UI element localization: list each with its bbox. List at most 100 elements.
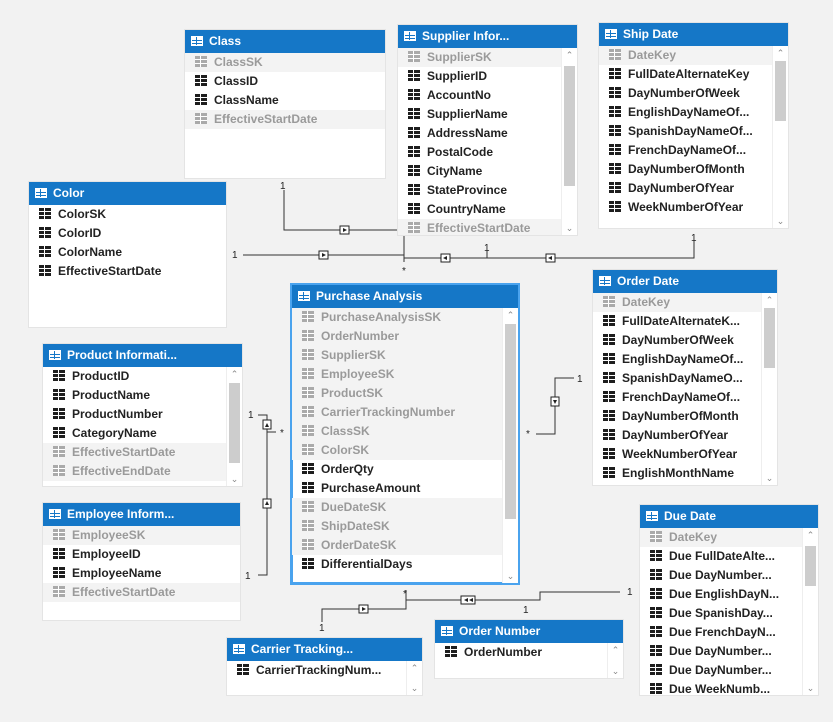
scrollbar[interactable]: ⌃⌄ [502,308,518,583]
field-row[interactable]: EffectiveStartDate [43,443,227,462]
field-row[interactable]: EffectiveStartDate [398,219,562,235]
scroll-up-icon[interactable]: ⌃ [806,530,815,540]
scroll-down-icon[interactable]: ⌄ [230,474,239,484]
field-row[interactable]: DayNumberOfMonth [599,160,773,179]
field-row[interactable]: Due SpanishDay... [640,604,803,623]
table-header[interactable]: Class [185,30,385,53]
field-row[interactable]: Due FullDateAlte... [640,547,803,566]
field-row[interactable]: DateKey [640,528,803,547]
field-row[interactable]: OrderQty [292,460,503,479]
scroll-up-icon[interactable]: ⌃ [506,310,515,320]
table-header[interactable]: Purchase Analysis [292,285,518,308]
field-row[interactable]: AccountNo [398,86,562,105]
field-row[interactable]: EffectiveEndDate [43,462,227,481]
table-header[interactable]: Product Informati... [43,344,242,367]
field-row[interactable]: SupplierName [398,105,562,124]
field-row[interactable]: DueDateSK [292,498,503,517]
field-row[interactable]: WeekNumberOfYear [599,198,773,217]
field-row[interactable]: OrderDateSK [292,536,503,555]
field-row[interactable]: CarrierTrackingNum... [227,661,407,680]
field-row[interactable]: OrderNumber [292,327,503,346]
field-row[interactable]: DayNumberOfWeek [593,331,762,350]
field-row[interactable]: PostalCode [398,143,562,162]
field-row[interactable]: ClassSK [185,53,385,72]
field-row[interactable]: ShipDateSK [292,517,503,536]
field-row[interactable]: Due DayNumber... [640,566,803,585]
scroll-up-icon[interactable]: ⌃ [765,295,774,305]
scrollbar-thumb[interactable] [775,61,786,121]
field-row[interactable]: ProductSK [292,384,503,403]
scrollbar[interactable]: ⌃⌄ [761,293,777,485]
field-row[interactable]: Due DayNumber... [640,642,803,661]
table-header[interactable]: Employee Inform... [43,503,240,526]
field-row[interactable]: EmployeeName [43,564,240,583]
scrollbar-thumb[interactable] [805,546,816,586]
field-row[interactable]: Due FrenchDayN... [640,623,803,642]
field-row[interactable]: DateKey [593,293,762,312]
scroll-up-icon[interactable]: ⌃ [230,369,239,379]
scrollbar-thumb[interactable] [564,66,575,186]
scroll-up-icon[interactable]: ⌃ [611,645,620,655]
table-header[interactable]: Supplier Infor... [398,25,577,48]
field-row[interactable]: ColorID [29,224,226,243]
field-row[interactable]: Due DayNumber... [640,661,803,680]
field-row[interactable]: SpanishDayNameO... [593,369,762,388]
field-row[interactable]: EffectiveStartDate [185,110,385,129]
field-row[interactable]: PurchaseAmount [292,479,503,498]
table-header[interactable]: Order Date [593,270,777,293]
scrollbar[interactable]: ⌃⌄ [607,643,623,678]
field-row[interactable]: ColorSK [292,441,503,460]
field-row[interactable]: EmployeeID [43,545,240,564]
field-row[interactable]: AddressName [398,124,562,143]
scroll-down-icon[interactable]: ⌄ [765,473,774,483]
field-row[interactable]: CityName [398,162,562,181]
field-row[interactable]: CountryName [398,200,562,219]
field-row[interactable]: ProductID [43,367,227,386]
field-row[interactable]: ClassSK [292,422,503,441]
field-row[interactable]: CategoryName [43,424,227,443]
field-row[interactable]: EffectiveStartDate [29,262,226,281]
scroll-down-icon[interactable]: ⌄ [611,666,620,676]
scrollbar-thumb[interactable] [505,324,516,519]
table-header[interactable]: Order Number [435,620,623,643]
field-row[interactable]: WeekNumberOfYear [593,445,762,464]
field-row[interactable]: ClassID [185,72,385,91]
field-row[interactable]: DayNumberOfMonth [593,407,762,426]
field-row[interactable]: FrenchDayNameOf... [593,388,762,407]
scroll-up-icon[interactable]: ⌃ [410,663,419,673]
field-row[interactable]: SupplierSK [292,346,503,365]
scrollbar[interactable]: ⌃⌄ [226,367,242,486]
scroll-up-icon[interactable]: ⌃ [565,50,574,60]
field-row[interactable]: FrenchDayNameOf... [599,141,773,160]
scroll-down-icon[interactable]: ⌄ [506,571,515,581]
scrollbar[interactable]: ⌃⌄ [561,48,577,235]
field-row[interactable]: EnglishMonthName [593,464,762,483]
scrollbar-thumb[interactable] [229,383,240,463]
table-header[interactable]: Due Date [640,505,818,528]
scrollbar[interactable]: ⌃⌄ [802,528,818,695]
field-row[interactable]: PurchaseAnalysisSK [292,308,503,327]
field-row[interactable]: ProductNumber [43,405,227,424]
scroll-down-icon[interactable]: ⌄ [565,223,574,233]
field-row[interactable]: DayNumberOfWeek [599,84,773,103]
field-row[interactable]: Due WeekNumb... [640,680,803,695]
field-row[interactable]: SpanishDayNameOf... [599,122,773,141]
field-list[interactable]: CarrierTrackingNum... [227,661,407,695]
field-row[interactable]: DateKey [599,46,773,65]
field-row[interactable]: StateProvince [398,181,562,200]
field-row[interactable]: Due EnglishDayN... [640,585,803,604]
field-row[interactable]: ClassName [185,91,385,110]
table-header[interactable]: Carrier Tracking... [227,638,422,661]
